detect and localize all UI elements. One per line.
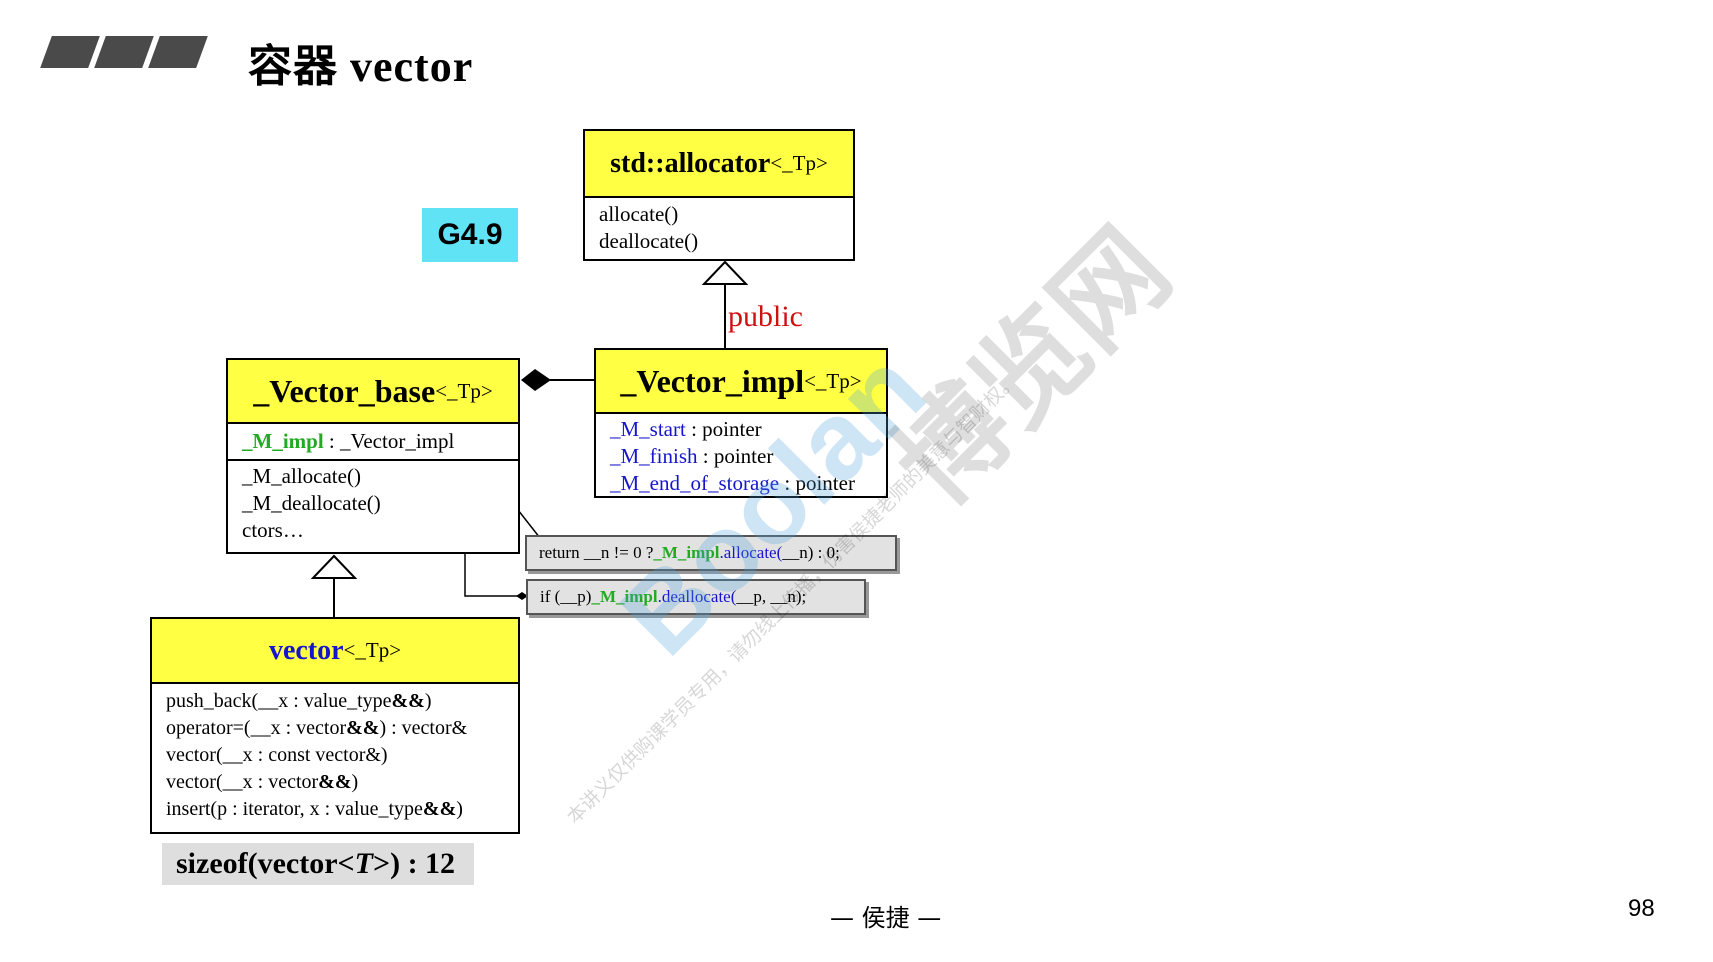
sizeof-note: sizeof(vector<T>) : 12 bbox=[162, 843, 474, 885]
deallocate-code-box: if (__p) _M_impl.deallocate(__p, __n); bbox=[526, 579, 866, 615]
vector-impl-member: _M_finish : pointer bbox=[610, 444, 774, 468]
footer-author: — 侯捷 — bbox=[830, 904, 942, 932]
vector-base-class: _Vector_base<_Tp> _M_impl : _Vector_impl… bbox=[226, 358, 520, 554]
vector-method: vector(__x : vector&&) bbox=[166, 771, 359, 793]
vector-methods: push_back(__x : value_type&&) operator=(… bbox=[152, 684, 518, 827]
allocator-class-name: std::allocator bbox=[610, 147, 771, 179]
vector-method: operator=(__x : vector&&) : vector& bbox=[166, 717, 468, 739]
vector-impl-member: _M_end_of_storage : pointer bbox=[610, 471, 855, 495]
vector-method: push_back(__x : value_type&&) bbox=[166, 690, 432, 712]
vector-method: vector(__x : const vector&) bbox=[166, 744, 388, 766]
composition-diamond bbox=[521, 369, 551, 391]
allocator-method: deallocate() bbox=[599, 229, 699, 253]
vector-class: vector<_Tp> push_back(__x : value_type&&… bbox=[150, 617, 520, 834]
vector-base-method: ctors… bbox=[242, 518, 304, 542]
allocator-methods: allocate() deallocate() bbox=[585, 198, 853, 259]
allocator-class-header: std::allocator<_Tp> bbox=[585, 131, 853, 198]
vector-base-member-type: : _Vector_impl bbox=[323, 429, 455, 453]
allocator-method: allocate() bbox=[599, 202, 679, 226]
page-number: 98 bbox=[1628, 895, 1655, 922]
vector-base-member-name: _M_impl bbox=[242, 429, 324, 453]
vector-base-template-param: <_Tp> bbox=[435, 378, 493, 403]
vector-base-class-name: _Vector_base bbox=[253, 372, 436, 409]
vector-template-param: <_Tp> bbox=[343, 638, 402, 662]
vector-impl-member: _M_start : pointer bbox=[610, 417, 762, 441]
inheritance-public-label: public bbox=[728, 300, 803, 333]
inheritance-arrow bbox=[310, 554, 358, 579]
vector-impl-class-header: _Vector_impl<_Tp> bbox=[596, 350, 886, 414]
version-badge-label: G4.9 bbox=[437, 218, 503, 251]
vector-base-method: _M_allocate() bbox=[242, 464, 361, 488]
vector-class-header: vector<_Tp> bbox=[152, 619, 518, 684]
vector-impl-members: _M_start : pointer _M_finish : pointer _… bbox=[596, 414, 886, 501]
allocator-template-param: <_Tp> bbox=[770, 151, 828, 175]
vector-base-class-header: _Vector_base<_Tp> bbox=[228, 360, 518, 424]
vector-base-method: _M_deallocate() bbox=[242, 491, 381, 515]
vector-impl-template-param: <_Tp> bbox=[804, 368, 862, 393]
allocator-class: std::allocator<_Tp> allocate() deallocat… bbox=[583, 129, 855, 261]
vector-impl-class-name: _Vector_impl bbox=[620, 362, 805, 399]
vector-class-name: vector bbox=[268, 634, 344, 666]
version-badge: G4.9 bbox=[422, 208, 518, 262]
vector-impl-class: _Vector_impl<_Tp> _M_start : pointer _M_… bbox=[594, 348, 888, 498]
vector-base-methods: _M_allocate() _M_deallocate() ctors… bbox=[228, 459, 518, 548]
vector-method: insert(p : iterator, x : value_type&&) bbox=[166, 798, 463, 820]
page-title: 容器 vector bbox=[248, 42, 474, 91]
inheritance-arrow bbox=[701, 260, 749, 285]
allocate-code-box: return __n != 0 ? _M_impl.allocate(__n) … bbox=[525, 535, 897, 571]
vector-base-members: _M_impl : _Vector_impl bbox=[228, 424, 518, 459]
